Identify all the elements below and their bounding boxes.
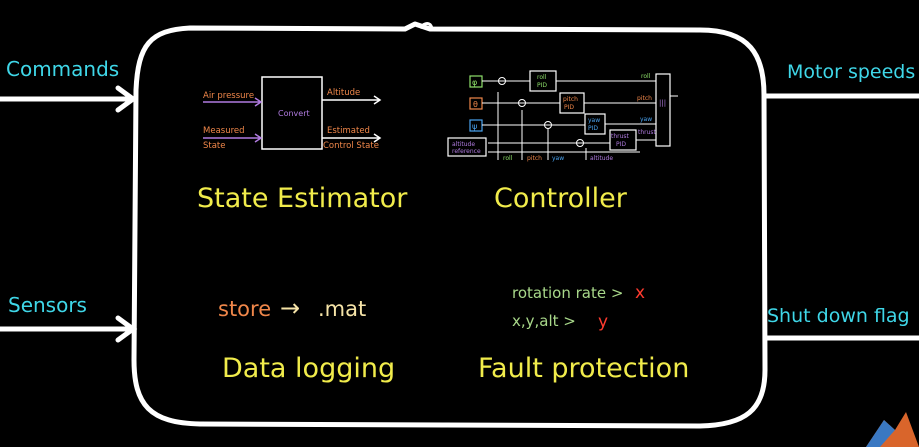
fb-roll-label: roll <box>503 155 513 162</box>
measured-label: Measured <box>203 126 245 136</box>
sensors-arrow <box>0 315 138 343</box>
out-roll-label: roll <box>641 73 651 80</box>
sensors-label: Sensors <box>8 293 87 317</box>
frame-notch <box>418 22 434 30</box>
altitude-arrow <box>322 95 382 105</box>
motor-speeds-label: Motor speeds <box>787 61 915 83</box>
convert-label: Convert <box>278 109 310 118</box>
state-estimator-title: State Estimator <box>197 183 408 214</box>
position-rule: x,y,alt > <box>512 312 576 330</box>
rotation-rate-threshold: x <box>635 283 645 303</box>
estimated-state-arrow <box>322 133 382 143</box>
pitch-pid-label-2: PID <box>564 104 574 111</box>
altitude-reference-box <box>447 137 487 157</box>
mixer-marks: ||| <box>659 99 666 107</box>
measured-state-arrow <box>203 133 263 143</box>
fb-altitude-label: altitude <box>590 155 613 162</box>
commands-label: Commands <box>6 57 119 81</box>
estimated-label: Estimated <box>327 126 370 136</box>
control-state-label: Control State <box>323 141 379 151</box>
state-estimator-sketch: Convert Air pressure Measured State Alti… <box>203 76 382 151</box>
shut-down-flag-label: Shut down flag <box>767 305 910 327</box>
fb-yaw-label: yaw <box>552 155 564 162</box>
fault-protection-title: Fault protection <box>478 353 689 384</box>
psi-input-label: ψ <box>472 122 477 131</box>
thrust-pid-label-1: thrust <box>611 133 630 140</box>
mat-file-label: .mat <box>318 297 366 321</box>
position-threshold: y <box>598 312 608 332</box>
data-logging-title: Data logging <box>222 353 395 384</box>
store-arrow: → <box>280 294 300 322</box>
controller-sketch: φ θ ψ roll PID pitch PID yaw PID thrust … <box>447 70 678 162</box>
air-pressure-label: Air pressure <box>203 91 254 101</box>
yaw-pid-label-1: yaw <box>588 117 600 124</box>
commands-arrow <box>0 85 138 113</box>
phi-input-label: φ <box>472 78 477 87</box>
theta-input-label: θ <box>473 100 478 109</box>
yaw-pid-label-2: PID <box>588 125 598 132</box>
altitude-ref-label-1: altitude <box>452 141 475 148</box>
altitude-label: Altitude <box>327 88 360 98</box>
out-thrust-label: thrust <box>638 129 657 136</box>
altitude-ref-label-2: reference <box>452 148 481 155</box>
controller-title: Controller <box>494 183 628 214</box>
state-label: State <box>203 141 226 151</box>
matlab-logo-icon <box>866 412 919 447</box>
out-pitch-label: pitch <box>637 95 652 102</box>
main-frame <box>131 21 768 429</box>
pitch-pid-label-1: pitch <box>563 96 578 103</box>
rotation-rate-rule: rotation rate > <box>512 284 623 302</box>
roll-pid-label-1: roll <box>537 74 547 81</box>
air-pressure-arrow <box>203 97 263 107</box>
store-label: store <box>218 297 271 321</box>
convert-block <box>261 76 323 150</box>
roll-pid-label-2: PID <box>537 82 547 89</box>
mixer-block <box>655 73 671 147</box>
thrust-pid-label-2: PID <box>616 141 626 148</box>
out-yaw-label: yaw <box>640 116 652 123</box>
fb-pitch-label: pitch <box>527 155 542 162</box>
